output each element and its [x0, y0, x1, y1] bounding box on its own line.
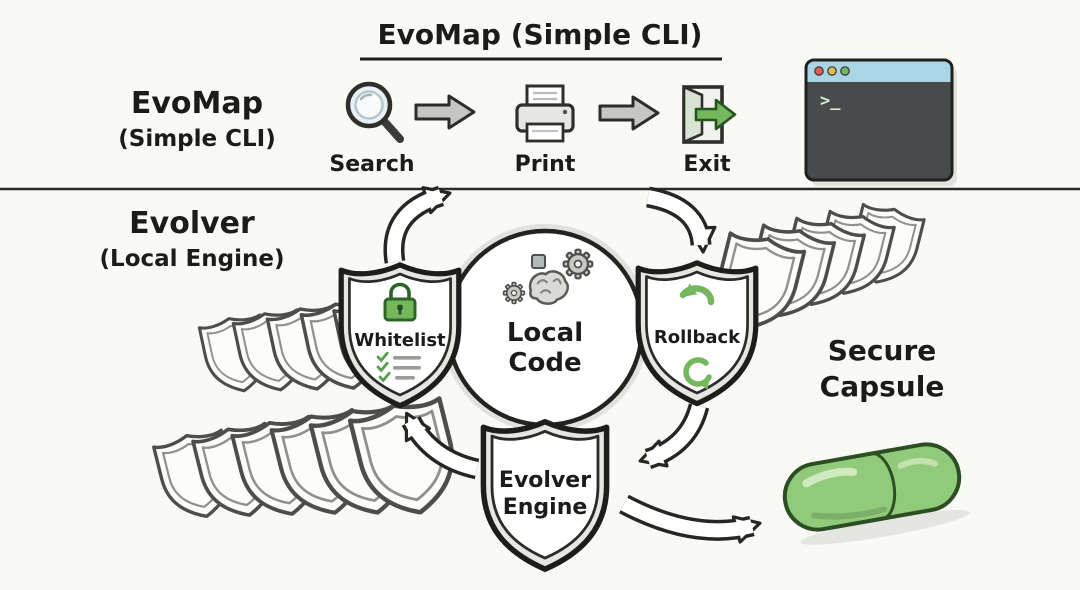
engine-section-label: Evolver [129, 206, 255, 241]
refresh-arrow-icon [683, 357, 715, 390]
exit-door-icon [682, 85, 737, 144]
whitelist-shield: Whitelist [341, 265, 459, 406]
cycle-arrow-bottom-right [634, 403, 710, 475]
cli-section-label: EvoMap [131, 86, 263, 121]
capsule-icon [782, 442, 970, 545]
secure-capsule-label-line1: Secure [828, 334, 937, 367]
print-label: Print [515, 152, 576, 177]
terminal-dot-green [840, 66, 850, 76]
cycle-arrow-top-left [383, 179, 456, 264]
terminal-prompt: >_ [820, 91, 841, 111]
terminal-dot-red [814, 66, 824, 76]
terminal-window-icon: >_ [804, 58, 957, 186]
exit-label: Exit [683, 152, 731, 177]
diagram-title: EvoMap (Simple CLI) [378, 18, 703, 51]
engine-section-sublabel: (Local Engine) [100, 246, 285, 272]
capsule-arrow [619, 494, 765, 544]
evolver-engine-label-line2: Engine [503, 495, 588, 520]
terminal-dot-yellow [827, 66, 837, 76]
undo-arrow-icon [678, 283, 715, 306]
cli-section-sublabel: (Simple CLI) [118, 126, 276, 152]
evolver-engine-shield: Evolver Engine [483, 422, 606, 569]
secure-capsule-label-line2: Capsule [820, 370, 945, 403]
printer-icon [515, 84, 575, 143]
local-code-label-line2: Code [508, 348, 581, 378]
lock-icon [383, 282, 417, 322]
whitelist-label: Whitelist [354, 330, 446, 351]
cycle-arrow-top-right [645, 186, 718, 255]
terminal-body [806, 82, 952, 180]
local-code-label-line1: Local [507, 318, 583, 348]
gears-brain-icon [502, 248, 594, 305]
rollback-shield: Rollback [638, 263, 756, 404]
magnifier-icon [345, 81, 404, 143]
rollback-label: Rollback [654, 327, 741, 348]
search-label: Search [329, 152, 414, 177]
evolver-engine-label-line1: Evolver [499, 468, 591, 493]
checklist-icon [376, 351, 421, 383]
cycle-arrow-bottom-left [393, 405, 480, 480]
